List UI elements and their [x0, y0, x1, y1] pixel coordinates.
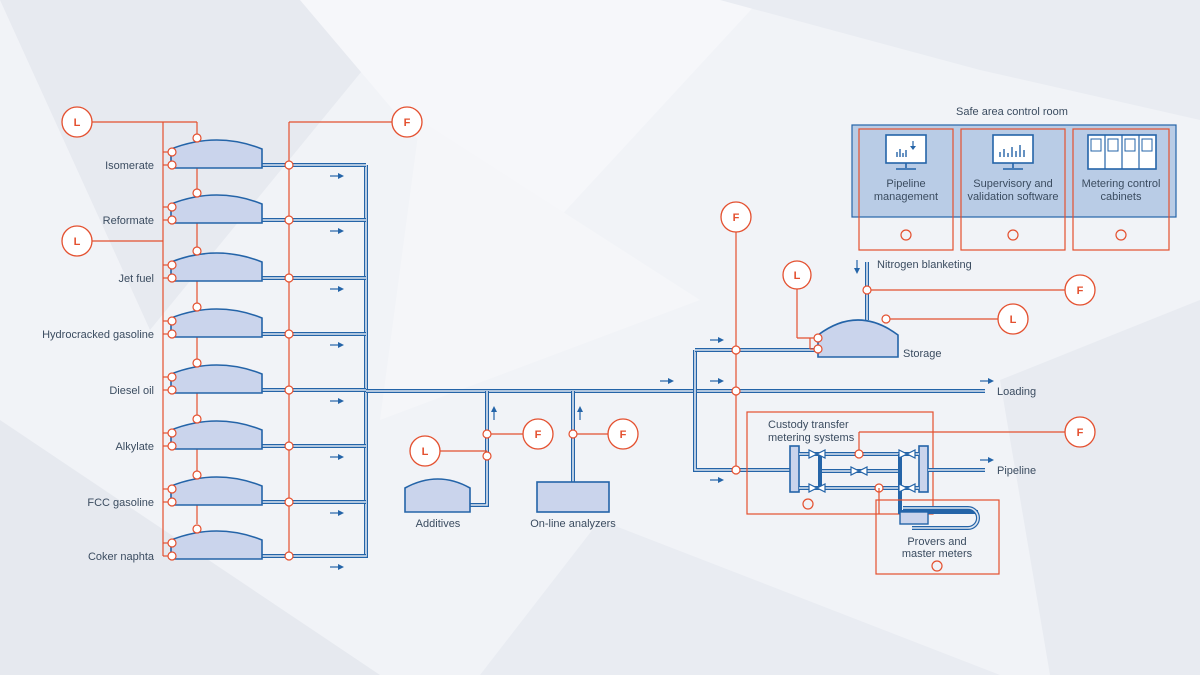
valve-icon — [808, 449, 916, 493]
level-indicator-storage[interactable]: L — [782, 260, 812, 290]
panel-line2: management — [874, 191, 938, 203]
tank-row: Hydrocracked gasoline — [42, 302, 366, 348]
panel-metering-cabinets[interactable]: Metering control cabinets — [1072, 128, 1170, 251]
loading-label: Loading — [997, 386, 1036, 398]
tank-row: Diesel oil — [109, 358, 366, 404]
flow-indicator-top[interactable]: F — [391, 106, 423, 138]
additives-tank — [404, 478, 471, 513]
tank[interactable] — [170, 420, 263, 450]
cabinet-icon — [1087, 134, 1157, 170]
analyzer-box — [536, 481, 610, 513]
svg-text:L: L — [74, 117, 81, 129]
tank-label: Alkylate — [115, 441, 154, 453]
flow-indicator-custody[interactable]: F — [1064, 416, 1096, 448]
control-room: Safe area control room Pipeline manageme… — [851, 106, 1177, 251]
flow-indicator-right[interactable]: F — [720, 201, 752, 233]
provers-unit: Provers and master meters — [875, 499, 1000, 575]
custody-metering: Custody transfer metering systems — [746, 411, 1065, 515]
tank[interactable] — [170, 252, 263, 282]
tank-label: Reformate — [103, 215, 154, 227]
tank-row: Coker naphta — [88, 524, 366, 570]
tank-row: Alkylate — [115, 414, 366, 460]
tank-label: Isomerate — [105, 160, 154, 172]
storage-unit: Nitrogen blanketing Storage — [796, 259, 1065, 360]
tank-label: Diesel oil — [109, 385, 154, 397]
panel-line1: Supervisory and — [973, 178, 1053, 190]
pipeline-label: Pipeline — [997, 465, 1036, 477]
level-indicator-additives[interactable]: L — [409, 435, 441, 467]
additives-label: Additives — [416, 518, 461, 530]
flow-indicator-storage[interactable]: F — [1064, 274, 1096, 306]
flow-indicator-analyzers[interactable]: F — [607, 418, 639, 450]
provers-label-line1: Provers and — [907, 536, 966, 548]
level-indicator-top[interactable]: L — [61, 106, 93, 138]
tank[interactable] — [170, 139, 263, 169]
tank[interactable] — [170, 530, 263, 560]
control-room-title: Safe area control room — [956, 106, 1068, 118]
panel-line2: cabinets — [1101, 191, 1142, 203]
storage-label: Storage — [903, 348, 942, 360]
tank[interactable] — [170, 308, 263, 338]
flow-indicator-additives[interactable]: F — [522, 418, 554, 450]
right-distribution: Loading — [693, 232, 1036, 483]
tank-label: Coker naphta — [88, 551, 155, 563]
tank-row: Jet fuel — [119, 246, 366, 292]
status-indicator — [931, 560, 943, 572]
tank-label: FCC gasoline — [87, 497, 154, 509]
storage-tank — [817, 319, 899, 358]
tank[interactable] — [170, 364, 263, 394]
tank-row: Reformate — [103, 188, 366, 234]
svg-text:F: F — [733, 212, 740, 224]
status-indicator — [802, 498, 814, 510]
svg-text:F: F — [1077, 427, 1084, 439]
svg-text:F: F — [535, 429, 542, 441]
additives-unit: Additives — [404, 391, 523, 530]
svg-text:F: F — [1077, 285, 1084, 297]
analyzers-unit: On-line analyzers — [530, 391, 616, 530]
svg-text:L: L — [1010, 314, 1017, 326]
tank-label: Jet fuel — [119, 273, 154, 285]
analyzers-label: On-line analyzers — [530, 518, 616, 530]
panel-line1: Pipeline — [886, 178, 925, 190]
level-indicator-mid[interactable]: L — [61, 225, 93, 257]
tank-row: Isomerate — [105, 133, 366, 179]
monitor-bars-icon — [992, 134, 1034, 170]
nitrogen-label: Nitrogen blanketing — [877, 259, 972, 271]
panel-line1: Metering control — [1082, 178, 1161, 190]
status-indicator — [900, 229, 912, 241]
monitor-chart-icon — [885, 134, 927, 170]
svg-text:L: L — [422, 446, 429, 458]
header-pipe — [262, 165, 985, 558]
svg-text:F: F — [404, 117, 411, 129]
panel-pipeline-management[interactable]: Pipeline management — [858, 128, 954, 251]
level-indicator-storage-right[interactable]: L — [997, 303, 1029, 335]
status-indicator — [1007, 229, 1019, 241]
tank-label: Hydrocracked gasoline — [42, 329, 154, 341]
panel-supervisory-software[interactable]: Supervisory and validation software — [960, 128, 1066, 251]
provers-label-line2: master meters — [902, 548, 973, 560]
svg-text:F: F — [620, 429, 627, 441]
tank[interactable] — [170, 194, 263, 224]
svg-text:L: L — [74, 236, 81, 248]
status-indicator — [1115, 229, 1127, 241]
panel-line2: validation software — [967, 191, 1058, 203]
custody-label-line2: metering systems — [768, 432, 855, 444]
tank[interactable] — [170, 476, 263, 506]
tank-row: FCC gasoline — [87, 470, 366, 516]
header-flow-arrow — [660, 378, 674, 384]
svg-text:L: L — [794, 270, 801, 282]
custody-label-line1: Custody transfer — [768, 419, 849, 431]
